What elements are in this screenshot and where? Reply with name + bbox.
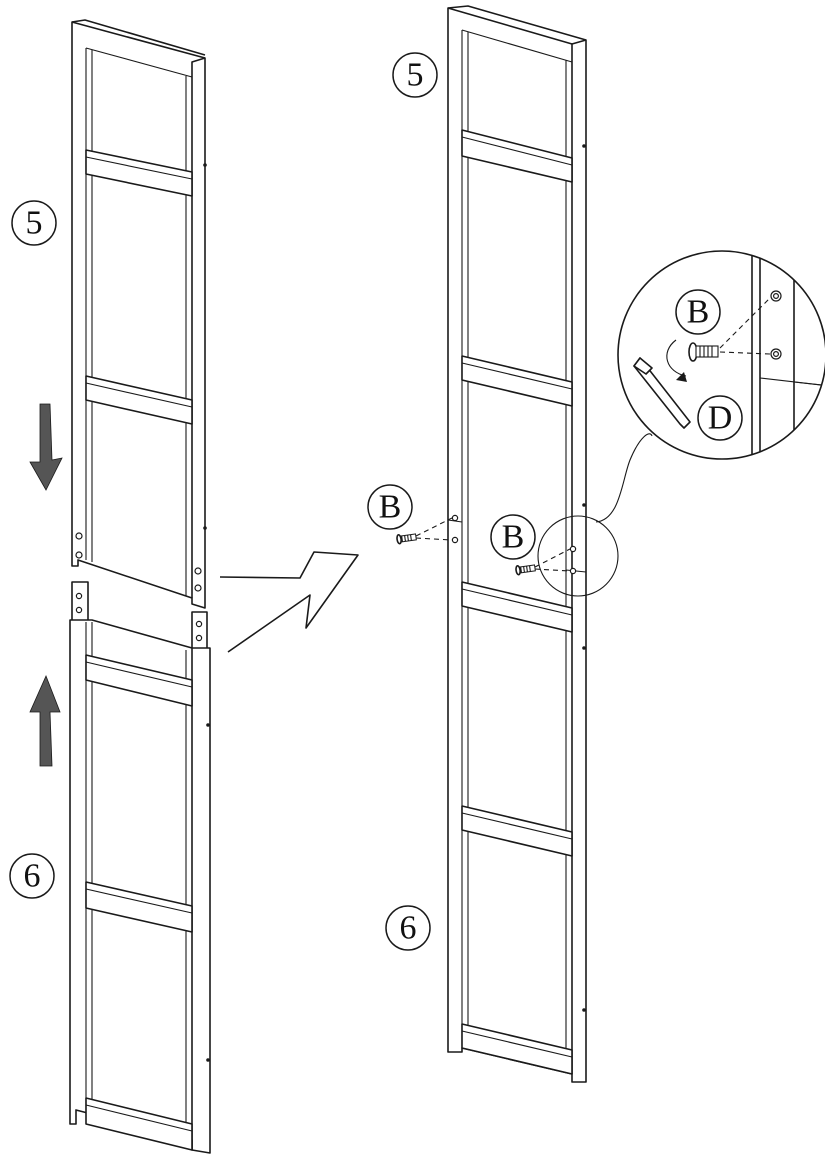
assembly-direction-arrow-icon	[219, 551, 359, 653]
arrow-down-icon	[29, 403, 63, 491]
connector-tab	[191, 611, 208, 651]
svg-text:D: D	[708, 400, 733, 437]
crossbar	[85, 375, 193, 425]
callout-tool-d-detail: D	[697, 395, 743, 441]
detail-view	[617, 250, 825, 460]
crossbar	[461, 129, 573, 183]
screw-icon	[688, 342, 719, 362]
dowel-hole	[194, 584, 202, 592]
svg-text:B: B	[687, 294, 710, 331]
left-upper-frame	[71, 19, 207, 609]
screw-hole	[451, 536, 459, 544]
dowel-hole	[75, 532, 83, 540]
svg-text:6: 6	[24, 858, 41, 895]
connector-tab	[71, 581, 89, 623]
svg-text:5: 5	[26, 205, 43, 242]
callout-part-5-left: 5	[11, 200, 57, 246]
screw-icon	[515, 564, 536, 576]
detail-leader-line	[595, 433, 653, 523]
dowel-hole	[75, 551, 83, 559]
allen-key-icon	[633, 357, 691, 429]
svg-text:5: 5	[407, 57, 424, 94]
detail-highlight-circle	[537, 515, 619, 597]
svg-text:B: B	[379, 489, 402, 526]
crossbar	[461, 581, 573, 633]
crossbar	[461, 355, 573, 407]
crossbar	[461, 1023, 573, 1075]
screw-hole	[569, 545, 577, 553]
svg-text:6: 6	[400, 910, 417, 947]
callout-screw-b-left: B	[367, 484, 413, 530]
callout-screw-b-right: B	[490, 514, 536, 560]
callout-part-5-right: 5	[392, 52, 438, 98]
screw-hole	[451, 514, 459, 522]
dowel-hole	[194, 567, 202, 575]
crossbar	[461, 805, 573, 857]
arrow-up-icon	[29, 674, 61, 767]
callout-part-6-left: 6	[9, 853, 55, 899]
screw-icon	[396, 533, 417, 545]
svg-text:B: B	[502, 519, 525, 556]
crossbar	[85, 149, 193, 197]
left-lower-frame	[69, 581, 211, 1154]
callout-part-6-right: 6	[385, 905, 431, 951]
callout-screw-b-detail: B	[675, 289, 721, 335]
screw-hole	[569, 567, 577, 575]
